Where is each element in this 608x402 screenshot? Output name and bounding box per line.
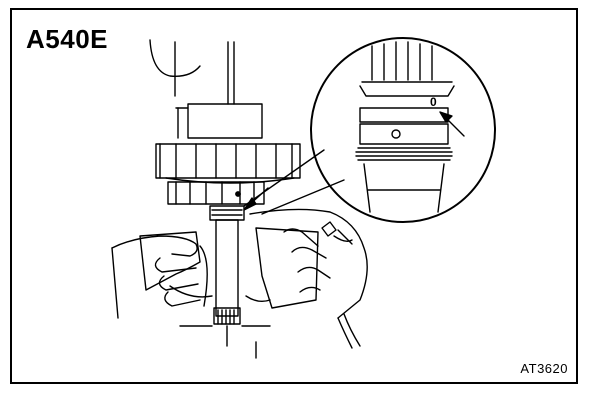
input-shaft: [209, 205, 245, 347]
clutch-drum: [155, 143, 301, 205]
figure-code: AT3620: [520, 361, 568, 376]
mark-arrow: [439, 111, 465, 137]
press-column: [149, 39, 263, 139]
alignment-mark-label: 0: [430, 95, 437, 109]
left-hand: [111, 235, 208, 319]
holding-tool: [321, 221, 353, 243]
model-label: A540E: [26, 24, 108, 54]
leader-line-upper: [243, 149, 325, 207]
detail-magnifier: [310, 37, 496, 223]
figure-frame: [10, 8, 578, 384]
right-hand: [249, 208, 368, 349]
